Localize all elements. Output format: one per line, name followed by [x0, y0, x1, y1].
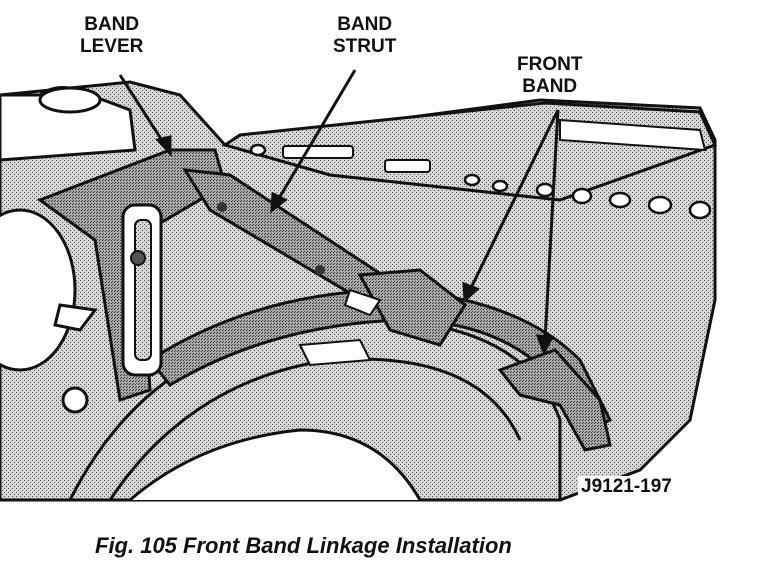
case-slots — [282, 145, 431, 173]
label-front-band-line2: BAND — [522, 76, 578, 97]
label-front-band-line1: FRONT — [517, 54, 583, 75]
label-band-lever-line1: BAND — [84, 14, 140, 35]
valve-body-rib — [559, 118, 707, 152]
leader-lines — [118, 69, 560, 356]
housing-bore — [38, 86, 102, 114]
case-hole — [61, 386, 89, 414]
reference-code: J9121-197 — [578, 476, 675, 498]
lever-pivot — [130, 250, 146, 266]
case-tab — [53, 303, 98, 332]
band-end — [497, 348, 612, 452]
label-front-band: FRONT BAND — [517, 54, 582, 98]
figure-caption: Fig. 105 Front Band Linkage Installation — [95, 533, 512, 558]
strut-pin-1 — [217, 202, 227, 212]
strut-pin-2 — [315, 265, 325, 275]
drum-hub — [129, 428, 422, 502]
band-lug-clip — [343, 288, 382, 317]
band-gap — [298, 338, 372, 367]
label-band-strut-line1: BAND — [337, 14, 393, 35]
case-opening — [0, 208, 77, 372]
label-band-lever-line2: LEVER — [80, 36, 144, 57]
band-lug — [357, 268, 467, 347]
label-band-strut: BAND STRUT — [333, 14, 396, 58]
front-band — [147, 288, 613, 432]
lever-slot-inner — [134, 219, 152, 361]
label-band-strut-line2: STRUT — [333, 36, 397, 57]
label-band-lever: BAND LEVER — [80, 14, 143, 58]
case-rivets — [249, 143, 712, 220]
